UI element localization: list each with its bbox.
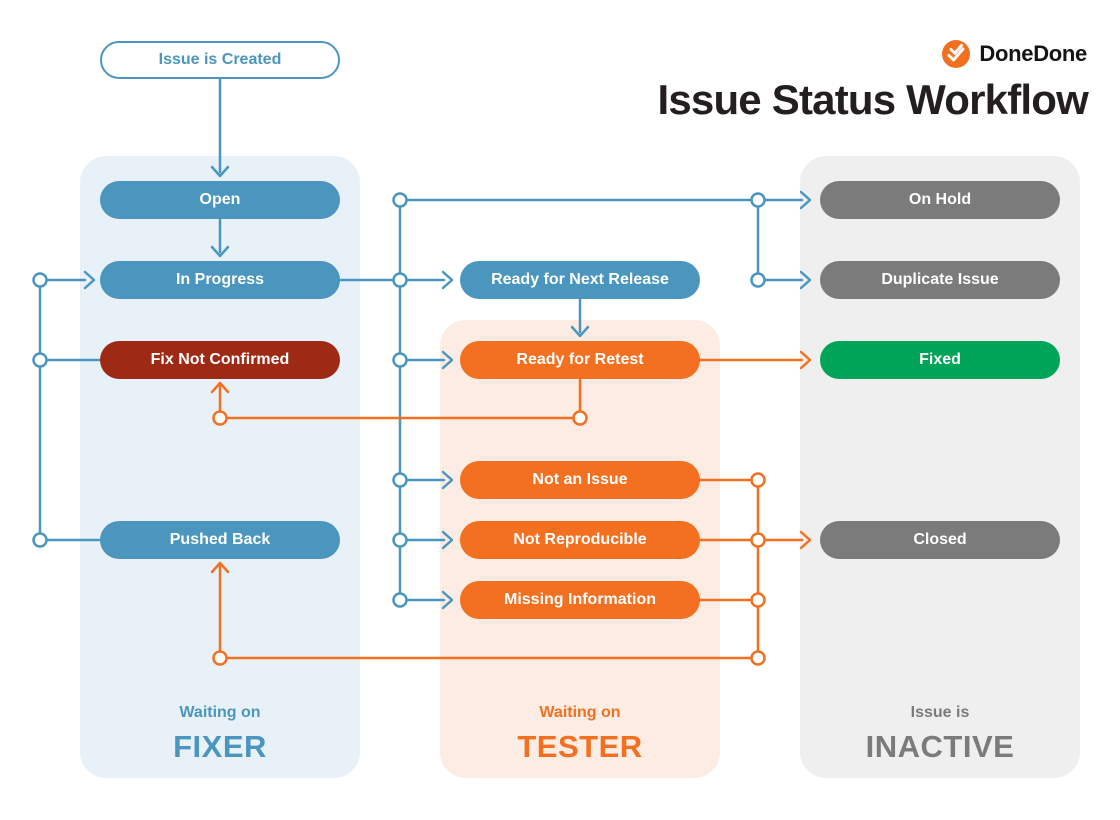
- lane-inactive: [800, 156, 1080, 778]
- lane-subtitle: Issue is: [910, 704, 970, 721]
- checkmark-circle-icon: [942, 40, 971, 68]
- node-not-an-issue: Not an Issue: [460, 461, 700, 499]
- brand: DoneDone: [942, 40, 1087, 68]
- lane-title: TESTER: [517, 729, 643, 764]
- node-pushed-back: Pushed Back: [100, 521, 340, 559]
- node-on-hold: On Hold: [820, 181, 1060, 219]
- lane-subtitle: Waiting on: [179, 704, 261, 721]
- node-not-reproducible: Not Reproducible: [460, 521, 700, 559]
- lane-subtitle: Waiting on: [539, 704, 621, 721]
- node-duplicate-issue: Duplicate Issue: [820, 261, 1060, 299]
- node-fix-not-confirmed: Fix Not Confirmed: [100, 341, 340, 379]
- node-issue-created: Issue is Created: [100, 41, 340, 79]
- page-title: Issue Status Workflow: [657, 76, 1088, 123]
- lane-footer-tester: Waiting on TESTER: [440, 704, 720, 765]
- lane-title: FIXER: [173, 729, 267, 764]
- node-missing-information: Missing Information: [460, 581, 700, 619]
- brand-name: DoneDone: [979, 41, 1087, 66]
- node-in-progress: In Progress: [100, 261, 340, 299]
- lane-footer-fixer: Waiting on FIXER: [80, 704, 360, 765]
- node-fixed: Fixed: [820, 341, 1060, 379]
- node-open: Open: [100, 181, 340, 219]
- lane-fixer: [80, 156, 360, 778]
- lane-footer-inactive: Issue is INACTIVE: [800, 704, 1080, 765]
- node-ready-for-next-release: Ready for Next Release: [460, 261, 700, 299]
- node-ready-for-retest: Ready for Retest: [460, 341, 700, 379]
- lane-title: INACTIVE: [865, 729, 1015, 764]
- node-closed: Closed: [820, 521, 1060, 559]
